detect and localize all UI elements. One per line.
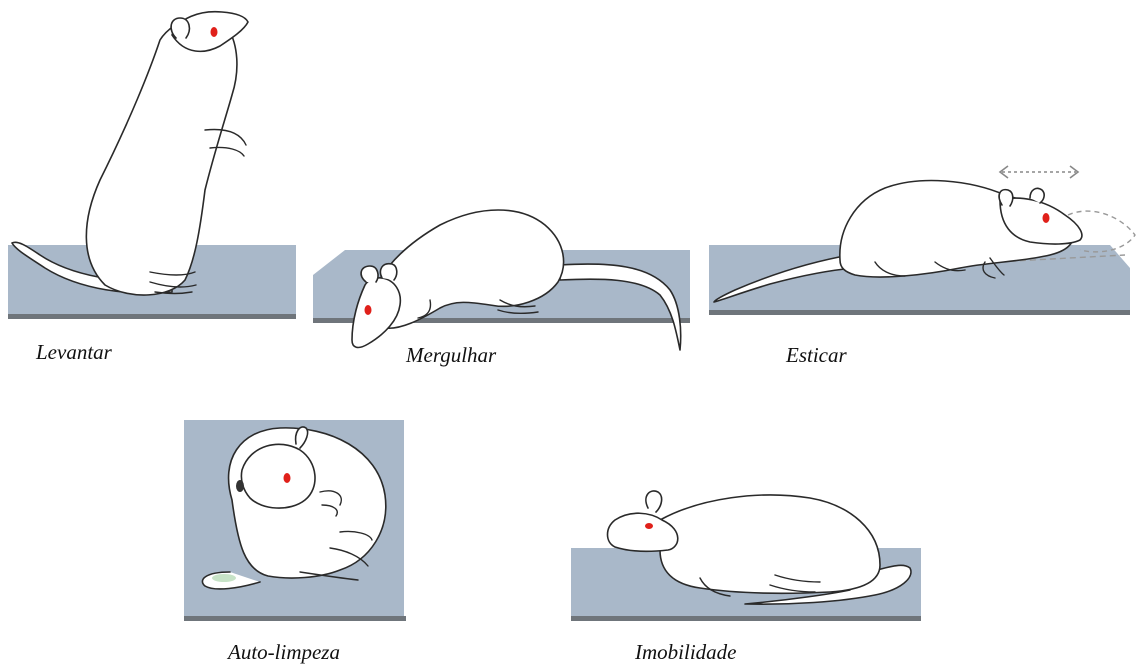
eye: [1043, 213, 1050, 223]
eye: [365, 305, 372, 315]
caption-auto-limpeza: Auto-limpeza: [228, 640, 340, 665]
caption-imobilidade: Imobilidade: [635, 640, 736, 665]
eye: [211, 27, 218, 37]
floor-edge: [184, 616, 406, 621]
panel-auto-limpeza: [184, 420, 406, 621]
floor-edge: [709, 310, 1130, 315]
caption-levantar: Levantar: [36, 340, 112, 365]
floor-edge: [8, 314, 296, 319]
floor-edge: [571, 616, 921, 621]
caption-mergulhar: Mergulhar: [406, 343, 496, 368]
tail-shadow: [212, 574, 236, 582]
motion-arrow: [1000, 166, 1078, 178]
panel-esticar: [709, 166, 1135, 315]
panel-levantar: [8, 12, 296, 319]
eye: [645, 523, 653, 529]
panel-mergulhar: [313, 210, 690, 350]
rat-head-dipping-illustration: [352, 210, 681, 350]
panel-imobilidade: [571, 491, 921, 621]
caption-esticar: Esticar: [786, 343, 847, 368]
eye: [284, 473, 291, 483]
